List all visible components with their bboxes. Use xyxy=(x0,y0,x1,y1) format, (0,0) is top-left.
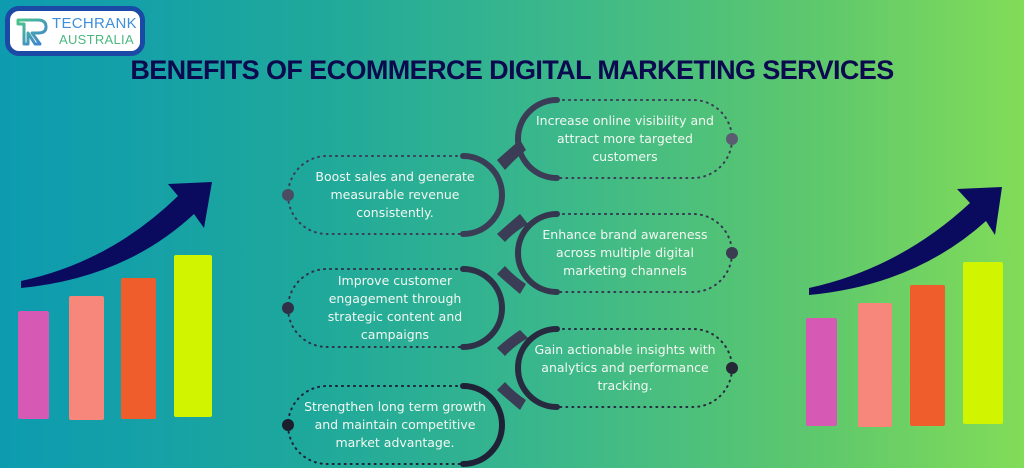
bar-1 xyxy=(806,318,837,426)
capsule-frame xyxy=(515,97,738,181)
growth-arrow-icon xyxy=(809,187,1002,295)
left-growth-chart xyxy=(0,170,230,430)
bullet-dot-icon xyxy=(726,133,738,145)
capsule-frame xyxy=(282,266,505,350)
benefit-card-3: Enhance brand awareness across multiple … xyxy=(515,211,738,295)
capsule-frame xyxy=(515,326,738,410)
benefit-text: Boost sales and generate measurable reve… xyxy=(315,169,475,220)
logo-text-australia: AUSTRALIA xyxy=(59,32,134,47)
bar-2 xyxy=(858,303,892,427)
bullet-dot-icon xyxy=(282,419,294,431)
bar-3 xyxy=(121,278,156,419)
capsule-frame xyxy=(282,383,505,467)
bullet-dot-icon xyxy=(282,302,294,314)
bar-1 xyxy=(18,311,49,419)
growth-arrow-icon xyxy=(21,182,212,288)
bar-3 xyxy=(910,285,945,426)
bullet-dot-icon xyxy=(726,362,738,374)
logo-text-techrank: TECHRANK xyxy=(52,15,137,32)
benefit-text: Increase online visibility and attract m… xyxy=(536,113,714,164)
benefit-card-4: Improve customer engagement through stra… xyxy=(282,266,505,350)
benefit-text: Gain actionable insights with analytics … xyxy=(534,342,716,393)
benefit-card-2: Boost sales and generate measurable reve… xyxy=(282,153,505,237)
page-title: BENEFITS OF ECOMMERCE DIGITAL MARKETING … xyxy=(130,55,894,85)
benefit-card-6: Strengthen long term growth and maintain… xyxy=(282,383,505,467)
techrank-australia-logo[interactable]: TECHRANK AUSTRALIA xyxy=(5,6,145,56)
bar-4 xyxy=(963,262,1003,424)
benefit-text: Enhance brand awareness across multiple … xyxy=(542,227,708,278)
capsule-frame xyxy=(515,211,738,295)
benefit-text: Improve customer engagement through stra… xyxy=(327,273,463,342)
tr-monogram-icon xyxy=(16,18,48,46)
benefit-card-1: Increase online visibility and attract m… xyxy=(515,97,738,181)
benefit-card-5: Gain actionable insights with analytics … xyxy=(515,326,738,410)
benefit-text: Strengthen long term growth and maintain… xyxy=(304,399,486,450)
bullet-dot-icon xyxy=(282,189,294,201)
right-growth-chart xyxy=(790,170,1024,440)
bar-2 xyxy=(69,296,104,420)
bullet-dot-icon xyxy=(726,247,738,259)
capsule-frame xyxy=(282,153,505,237)
bar-4 xyxy=(174,255,212,417)
